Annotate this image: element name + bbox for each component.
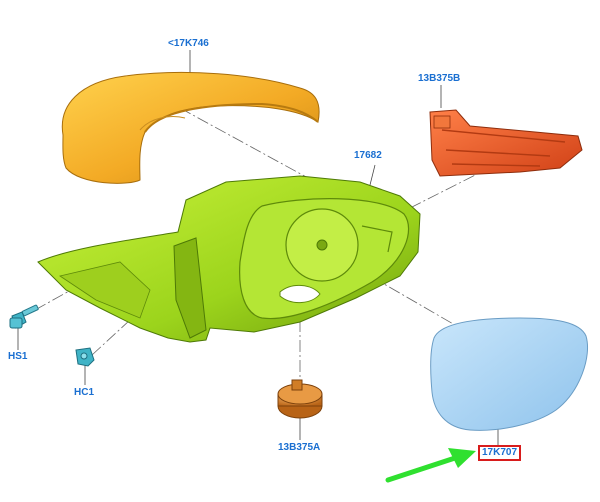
- mirror-housing-part: [37, 175, 421, 343]
- mirror-glass-part: [430, 317, 588, 431]
- label-glass-highlighted: 17K707: [478, 445, 522, 461]
- clip-part: [75, 347, 95, 367]
- label-bracket: 13B375B: [418, 73, 461, 84]
- bracket-part: [429, 109, 583, 177]
- screw-part: [9, 304, 39, 329]
- motor-part: [277, 379, 323, 419]
- label-motor: 13B375A: [278, 442, 321, 453]
- label-clip: HC1: [74, 387, 95, 398]
- label-screw: HS1: [8, 351, 28, 362]
- label-housing: 17682: [354, 150, 382, 161]
- label-cover: <17K746: [168, 38, 209, 49]
- green-pointer-arrow-icon: [385, 448, 476, 483]
- mirror-cover-part: [61, 71, 320, 184]
